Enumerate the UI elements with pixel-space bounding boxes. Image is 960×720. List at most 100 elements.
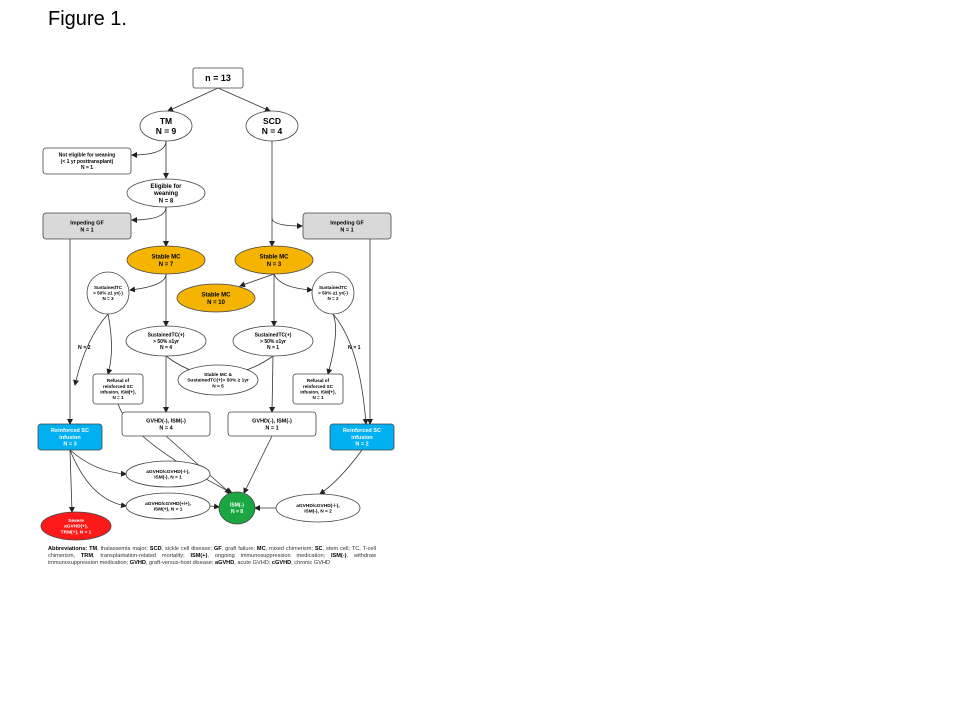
flow-arrow-13 <box>239 273 275 288</box>
node-label-line: ISM(-), N = 1 <box>154 475 182 481</box>
flow-arrow-19 <box>332 313 369 425</box>
node-label-line: SustainedTC(+) <box>148 333 185 339</box>
node-sustained-tc-neg-left: SustainedTC> 50% ≥1 yr(-)N = 3 <box>86 271 130 315</box>
abbreviation-term: MC <box>256 546 266 552</box>
node-label-line: N = 1 <box>267 345 279 351</box>
node-label-line: N = 8 <box>231 509 243 515</box>
node-label-line: Impeding GF <box>330 221 364 227</box>
flow-arrow-24 <box>117 403 233 494</box>
abbreviation-term: SCD <box>149 546 162 552</box>
node-label-line: N = 9 <box>156 126 177 136</box>
abbreviation-term: aGVHD <box>214 560 235 567</box>
node-label-line: Severe <box>68 518 84 524</box>
node-shape <box>126 245 206 275</box>
flow-arrow-14 <box>273 273 313 293</box>
node-label-line: N = 1 <box>312 395 324 400</box>
node-shape <box>329 423 395 451</box>
flow-arrow-28 <box>69 449 127 509</box>
figure-title: Figure 1. <box>48 8 127 30</box>
node-not-eligible: Not eligible for weaning(< 1 yr posttran… <box>42 147 132 175</box>
abbreviation-term: ISM(-) <box>330 553 347 560</box>
node-label-line: ISM(+), N = 1 <box>154 507 183 513</box>
node-label-line: ISM(-) <box>230 503 244 509</box>
flow-arrow-30 <box>319 449 363 495</box>
node-sustained-tc-neg-right: SustainedTC> 50% ≥1 yr(-)N = 2 <box>311 271 355 315</box>
abbreviation-definition: , transplantation-related mortality; <box>93 553 191 560</box>
node-label-line: Refusal of <box>107 378 130 383</box>
node-label-line: Eligible for <box>150 184 182 190</box>
node-label-line: aGVHD/cGVHD(+/+), <box>145 501 192 507</box>
node-label-line: (< 1 yr posttransplant) <box>61 159 114 165</box>
node-label-line: SustainedTC <box>319 285 348 290</box>
node-label-line: weaning <box>153 191 178 197</box>
node-gvhd-right: GVHD(-), ISM(-)N = 1 <box>227 411 317 437</box>
node-shape <box>42 147 132 175</box>
node-label-line: Stable MC <box>151 254 181 260</box>
node-label-line: aGVHD/cGVHD(-/-), <box>146 469 190 475</box>
node-shape <box>292 373 344 405</box>
node-label-line: Stable MC <box>259 254 289 260</box>
node-label-line: SustainedTC(+)> 50% ≥ 1yr <box>187 378 249 384</box>
node-label-line: Stable MC & <box>204 372 233 378</box>
node-label-line: Refusal of <box>307 378 330 383</box>
abbreviation-definition: , acute GVHD; <box>234 560 272 567</box>
node-root: n = 13 <box>192 67 244 89</box>
node-label-line: GVHD(-), ISM(-) <box>146 419 186 425</box>
node-label-line: N = 3 <box>267 262 282 268</box>
flow-arrow-32 <box>68 449 75 513</box>
flow-arrow-8 <box>271 217 303 229</box>
node-gvhd-left: GVHD(-), ISM(-)N = 4 <box>121 411 211 437</box>
edge-label-left-n2: N = 2 <box>78 345 91 351</box>
node-label-line: N = 4 <box>262 126 283 136</box>
node-label-line: Reinforced SC <box>51 428 89 434</box>
flow-arrow-1 <box>167 87 219 112</box>
node-label-line: aGVHD(+), <box>64 524 89 530</box>
abbreviation-term: ISM(+) <box>190 553 208 560</box>
node-shape <box>92 373 144 405</box>
node-label-line: infusion, ISM(+), <box>100 389 136 394</box>
node-label-line: N = 4 <box>160 345 172 351</box>
node-label-line: N = 1 <box>80 227 93 233</box>
node-label-line: infusion <box>59 435 81 441</box>
node-shape <box>245 110 299 142</box>
node-shape <box>275 493 361 523</box>
node-stable-mc-right: Stable MC N = 3 <box>234 245 314 275</box>
node-agvhd-pos: aGVHD/cGVHD(+/+),ISM(+), N = 1 <box>125 492 211 520</box>
node-shape <box>234 245 314 275</box>
node-label-line: N = 8 <box>159 198 174 204</box>
abbreviation-term: GVHD <box>129 560 146 567</box>
node-shape <box>86 271 130 315</box>
flow-arrow-2 <box>217 87 271 112</box>
abbreviation-term: GF <box>213 546 222 552</box>
node-label-line: N = 2 <box>355 442 368 448</box>
node-label-line: Impeding GF <box>70 221 104 227</box>
node-label-line: TM <box>160 116 172 126</box>
node-shape <box>139 110 193 142</box>
node-label-line: N = 10 <box>207 300 226 306</box>
node-label-line: > 50% ≥1 yr(-) <box>93 291 123 296</box>
abbreviation-definition: , ongoing immunosuppression medication; <box>207 553 331 560</box>
node-shape <box>40 511 112 541</box>
node-shape <box>125 492 211 520</box>
node-label-line: infusion, ISM(+), <box>300 389 336 394</box>
node-stable-mc-left: Stable MCN = 7 <box>126 245 206 275</box>
flow-arrow-23 <box>269 355 276 413</box>
abbreviation-term: TM <box>89 546 98 552</box>
node-tm: TMN = 9 <box>139 110 193 142</box>
node-label-line: reinforced SC <box>103 384 134 389</box>
node-shape <box>125 460 211 488</box>
node-stable-mc-total: Stable MCN = 10 <box>176 283 256 313</box>
node-label-line: N = 4 <box>159 425 173 431</box>
node-label-line: ISM(-), N = 2 <box>304 509 332 515</box>
node-label-line: n = 13 <box>205 73 231 83</box>
node-label-line: N = 1 <box>112 395 124 400</box>
node-label-line: N = 2 <box>327 296 339 301</box>
flow-arrow-27 <box>69 449 127 477</box>
